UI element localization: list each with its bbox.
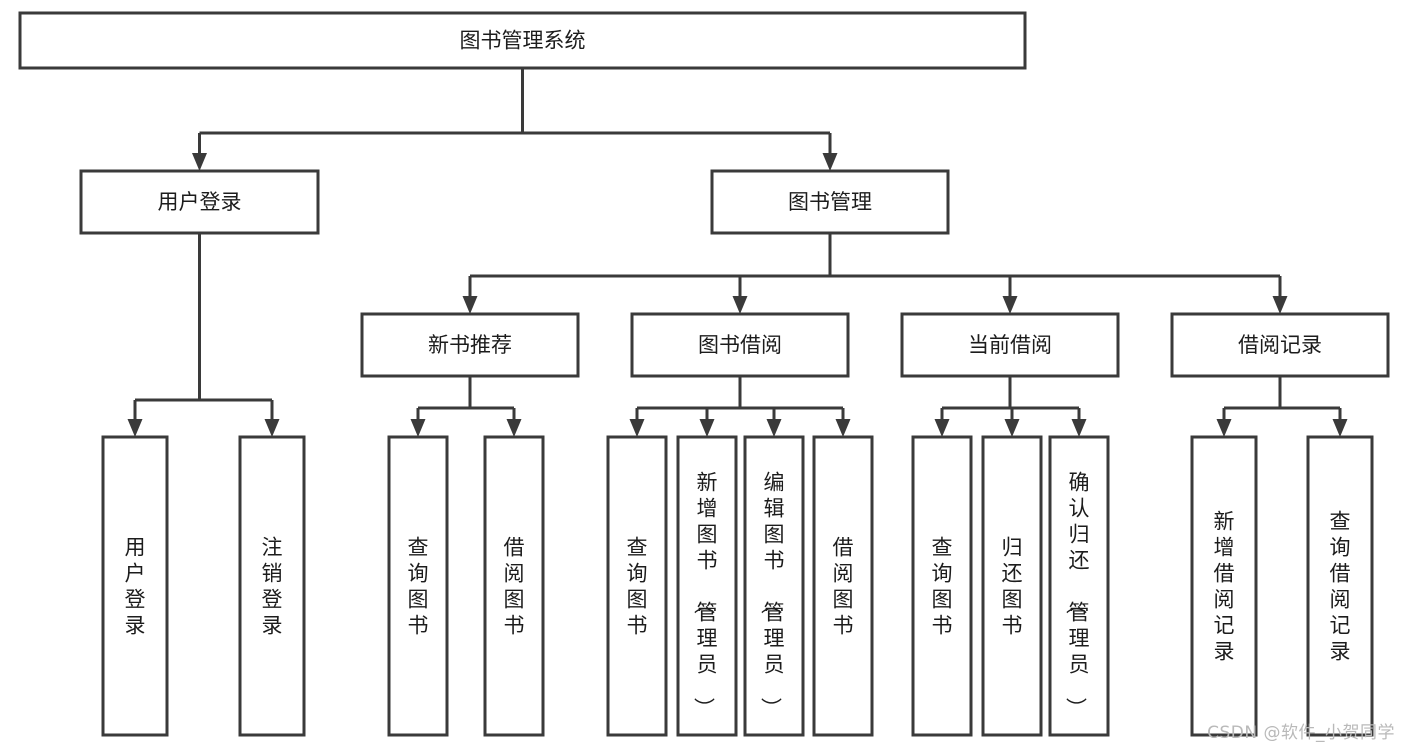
node-box [238,435,306,737]
node-label: 查询图书 [932,535,953,637]
node-label: 图书管理 [788,190,872,214]
node-box [387,435,449,737]
node-leaf-8[interactable]: 借阅图书 [812,435,874,737]
node-leaf-5[interactable]: 查询图书 [606,435,668,737]
node-login[interactable]: 用户登录 [79,169,320,235]
node-label: 查询借阅记录 [1330,509,1351,663]
node-leaf-2[interactable]: 注销登录 [238,435,306,737]
node-box [1170,312,1390,378]
arrow-head-icon [732,296,748,314]
node-box [676,435,738,737]
node-root[interactable]: 图书管理系统 [18,11,1027,70]
arrow-head-icon [1216,419,1232,437]
node-leaf-7[interactable]: 编辑图书（管理员） [743,435,805,737]
node-box [360,312,580,378]
node-label: 图书借阅 [698,333,782,357]
arrow-head-icon [1002,296,1018,314]
node-box [743,435,805,737]
node-label: 注销登录 [262,535,283,637]
arrow-head-icon [192,153,207,171]
node-box [1306,435,1374,737]
node-leaf-11[interactable]: 确认归还（管理员） [1048,435,1110,737]
node-label: 用户登录 [158,190,242,214]
arrow-head-icon [127,419,143,437]
node-label: 借阅图书 [504,535,525,637]
arrow-head-icon [835,419,851,437]
node-leaf-4[interactable]: 借阅图书 [483,435,545,737]
node-box [981,435,1043,737]
node-label: 图书管理系统 [460,29,586,53]
node-borrow[interactable]: 图书借阅 [630,312,850,378]
arrow-head-icon [699,419,715,437]
arrow-head-icon [410,419,426,437]
node-box [18,11,1027,70]
node-label: 新增借阅记录 [1214,509,1235,663]
node-box [1190,435,1258,737]
arrow-head-icon [264,419,280,437]
node-leaf-10[interactable]: 归还图书 [981,435,1043,737]
node-label: 查询图书 [627,535,648,637]
arrow-head-icon [1272,296,1288,314]
arrow-head-icon [1004,419,1020,437]
node-leaf-12[interactable]: 新增借阅记录 [1190,435,1258,737]
node-label: 用户登录 [125,535,146,637]
node-newbook[interactable]: 新书推荐 [360,312,580,378]
arrow-head-icon [462,296,478,314]
node-label: 当前借阅 [968,333,1052,357]
node-bookmgmt[interactable]: 图书管理 [710,169,950,235]
node-box [1048,435,1110,737]
node-leaf-1[interactable]: 用户登录 [101,435,169,737]
node-label: 查询图书 [408,535,429,637]
node-box [79,169,320,235]
node-box [606,435,668,737]
node-label: 归还图书 [1002,535,1023,637]
node-label: 确认归还（管理员） [1064,470,1090,718]
node-box [812,435,874,737]
arrow-head-icon [934,419,950,437]
node-label: 新增图书（管理员） [692,470,718,718]
node-box [630,312,850,378]
node-box [101,435,169,737]
node-current[interactable]: 当前借阅 [900,312,1120,378]
node-label: 借阅记录 [1238,333,1322,357]
node-leaf-9[interactable]: 查询图书 [911,435,973,737]
node-leaf-13[interactable]: 查询借阅记录 [1306,435,1374,737]
arrow-head-icon [629,419,645,437]
node-box [710,169,950,235]
node-box [900,312,1120,378]
arrow-head-icon [766,419,782,437]
node-label: 编辑图书（管理员） [759,470,785,718]
node-label: 新书推荐 [428,333,512,357]
node-label: 借阅图书 [833,535,854,637]
node-records[interactable]: 借阅记录 [1170,312,1390,378]
edges-layer [127,68,1348,437]
node-box [911,435,973,737]
arrow-head-icon [1332,419,1348,437]
csdn-watermark: CSDN @软件_小贺同学 [1207,723,1395,743]
node-leaf-6[interactable]: 新增图书（管理员） [676,435,738,737]
node-leaf-3[interactable]: 查询图书 [387,435,449,737]
arrow-head-icon [1071,419,1087,437]
arrow-head-icon [822,153,838,171]
arrow-head-icon [506,419,522,437]
nodes-layer: 图书管理系统用户登录图书管理新书推荐图书借阅当前借阅借阅记录用户登录注销登录查询… [18,11,1390,737]
node-box [483,435,545,737]
